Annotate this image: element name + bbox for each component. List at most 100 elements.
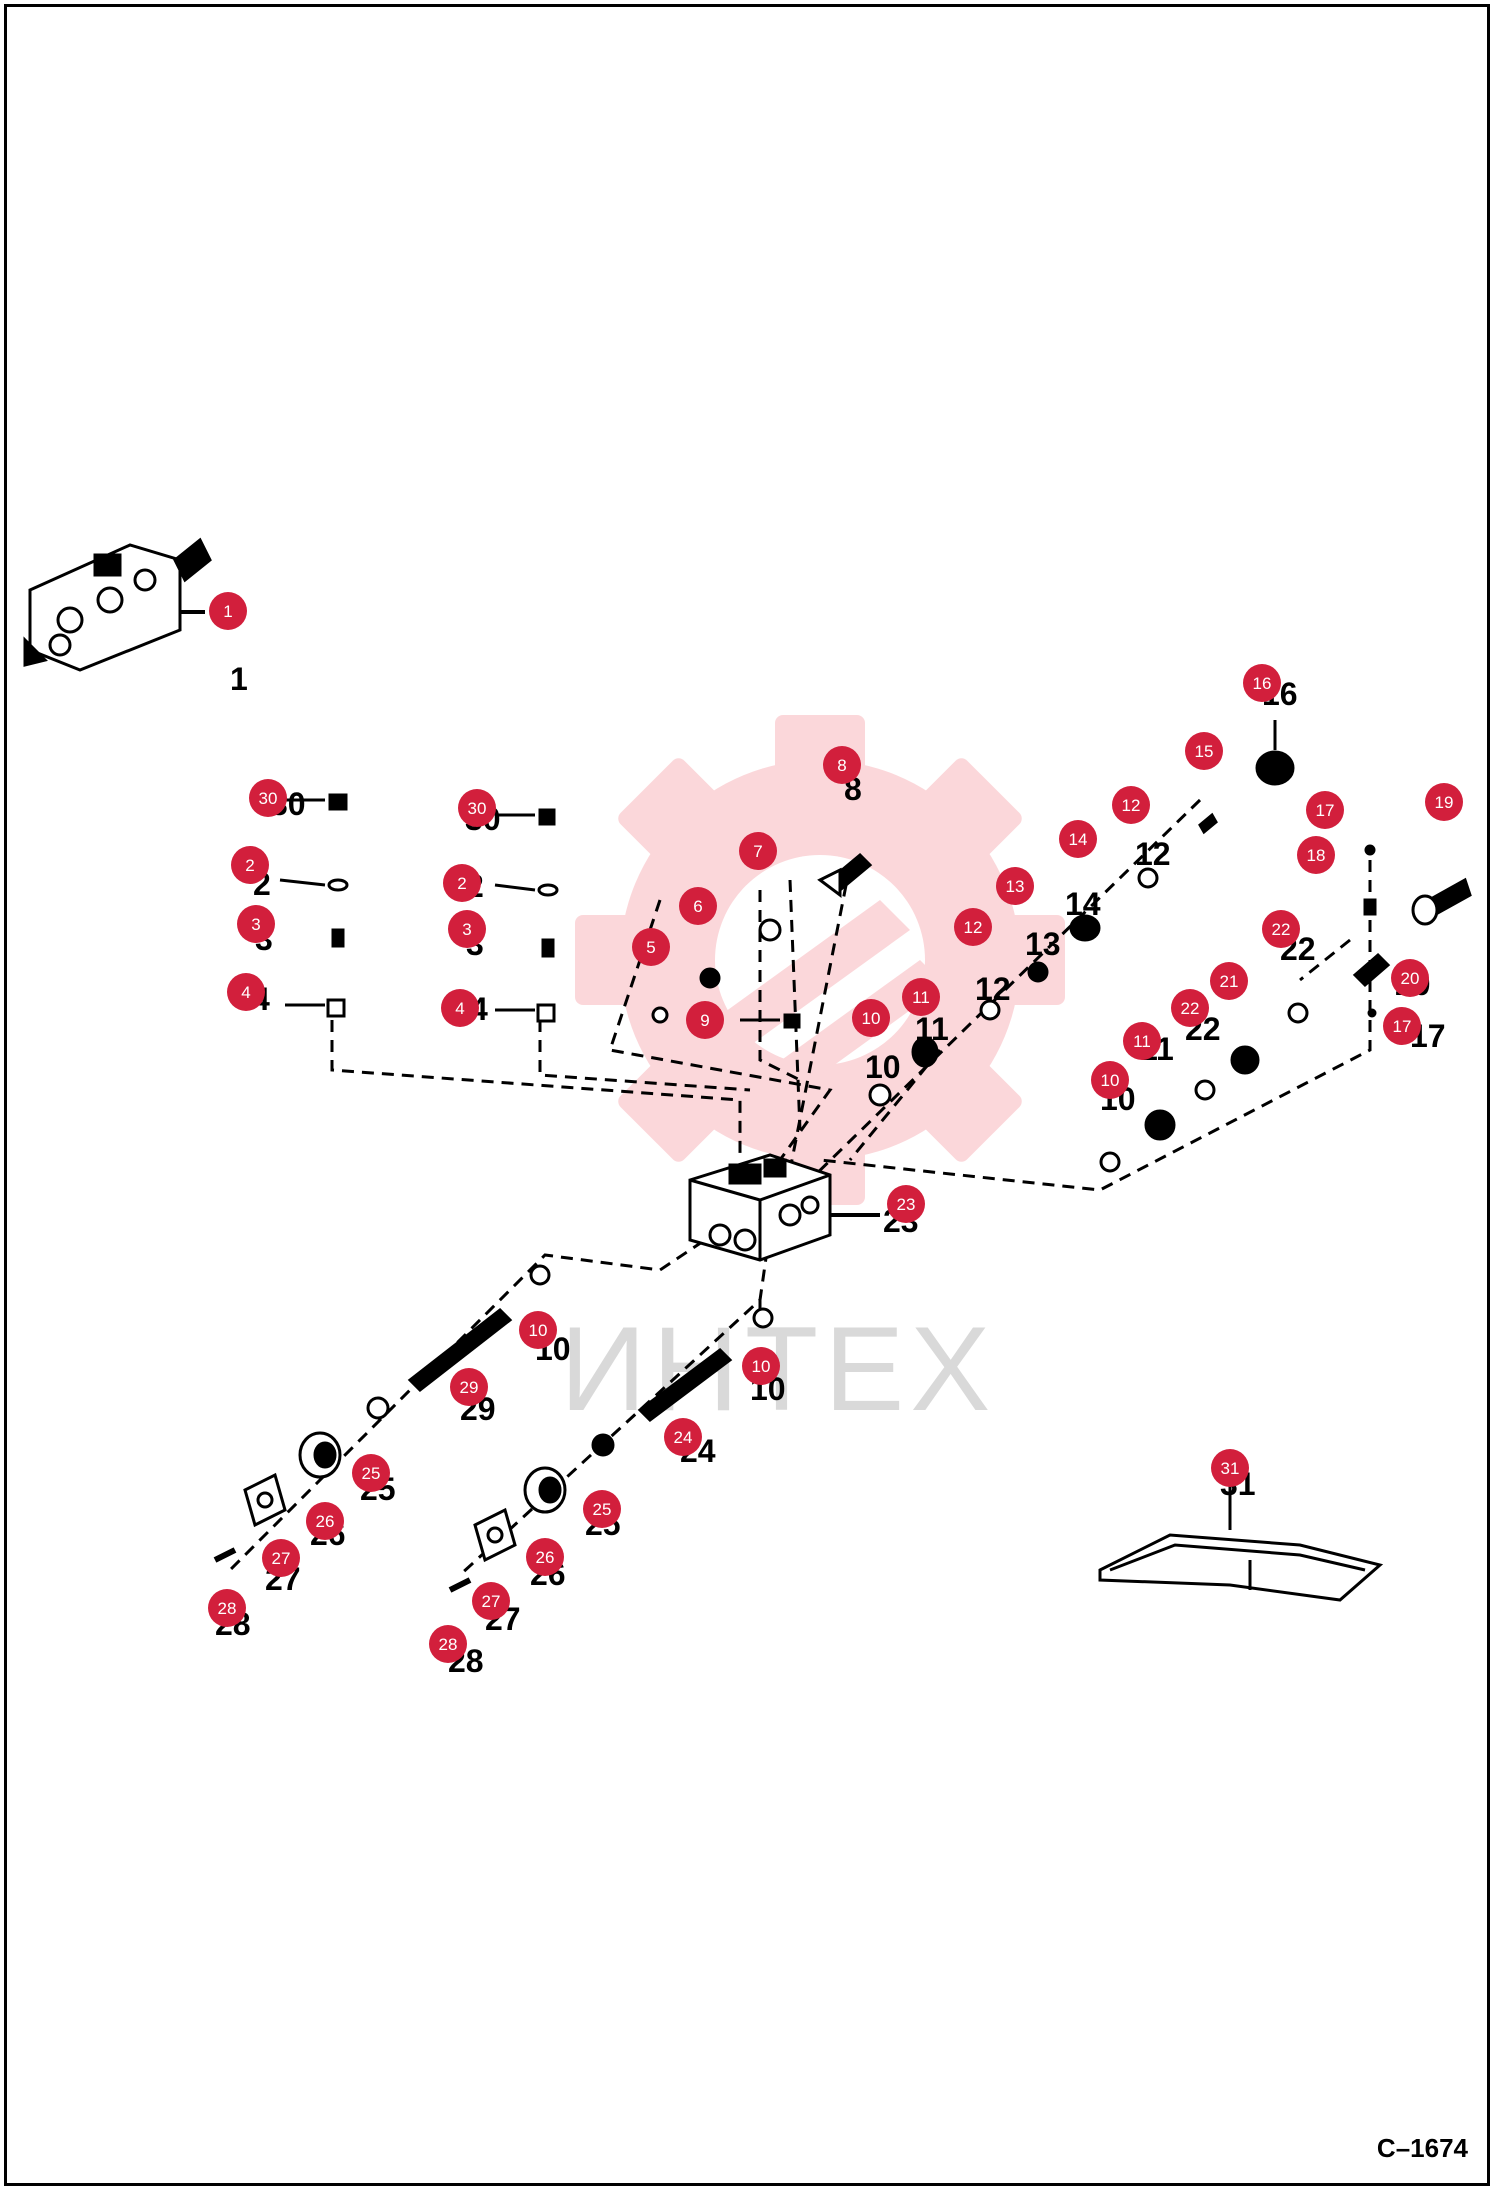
callout-badge-3b: 3 [448,910,486,948]
callout-badge-28a: 28 [208,1589,246,1627]
callout-badge-label: 13 [1006,877,1025,896]
callout-badge-label: 10 [752,1357,771,1376]
callout-badge-circle [1059,820,1097,858]
callout-badge-circle [887,1185,925,1223]
callout-badge-circle [852,999,890,1037]
callout-badge-circle [632,928,670,966]
callout-badge-circle [1297,836,1335,874]
drawing-frame [4,4,1490,2186]
callout-badge-label: 27 [272,1549,291,1568]
callout-badge-12b: 12 [1112,786,1150,824]
callout-badge-circle [739,832,777,870]
callout-badge-circle [472,1582,510,1620]
callout-badge-label: 8 [837,756,846,775]
callout-badge-label: 28 [218,1599,237,1618]
callout-badge-circle [450,1368,488,1406]
callout-badge-24: 24 [664,1418,702,1456]
callout-badge-circle [429,1625,467,1663]
callout-badge-label: 4 [455,999,464,1018]
callout-badge-3a: 3 [237,905,275,943]
callout-badge-4a: 4 [227,973,265,1011]
callout-badge-19: 19 [1425,783,1463,821]
callout-badge-circle [1243,664,1281,702]
service-manual-image [1098,1485,1384,1602]
callout-badge-label: 21 [1220,972,1239,991]
callout-badge-label: 17 [1393,1017,1412,1036]
callout-badge-6: 6 [679,887,717,925]
callout-badge-circle [231,846,269,884]
callout-badge-22a: 22 [1262,910,1300,948]
callout-badge-label: 11 [1133,1032,1151,1051]
callout-badge-10b: 10 [1091,1061,1129,1099]
callout-badge-circle [996,867,1034,905]
callout-badge-label: 10 [862,1009,881,1028]
callout-badge-circle [1185,732,1223,770]
callout-badge-1: 1 [209,592,247,630]
callout-badge-circle [954,908,992,946]
watermark-gear-logo [575,715,1065,1205]
callout-badge-17b: 17 [1383,1007,1421,1045]
callout-badge-circle [448,910,486,948]
callout-badge-circle [902,978,940,1016]
callout-badge-circle [686,1001,724,1039]
callout-badge-circle [1306,791,1344,829]
callout-badge-circle [458,789,496,827]
callout-badge-circle [209,592,247,630]
svg-text:11: 11 [915,1011,949,1047]
figure-id: C–1674 [1376,2133,1468,2163]
callout-badge-circle [742,1347,780,1385]
callout-badge-31: 31 [1211,1449,1249,1487]
callout-badge-circle [1391,959,1429,997]
callout-badge-circle [823,746,861,784]
callout-badge-8: 8 [823,746,861,784]
callout-badge-21: 21 [1210,962,1248,1000]
callout-badge-label: 22 [1272,920,1291,939]
callout-badge-circle [227,973,265,1011]
callout-badge-label: 28 [439,1635,458,1654]
callout-badge-30b: 30 [458,789,496,827]
callout-badge-label: 23 [897,1195,916,1214]
callout-badge-label: 29 [460,1378,479,1397]
callout-badge-label: 2 [457,874,466,893]
callout-badge-label: 15 [1195,742,1214,761]
callout-badge-17a: 17 [1306,791,1344,829]
callout-badge-label: 27 [482,1592,501,1611]
callout-badge-label: 12 [964,918,983,937]
callout-badge-label: 6 [693,897,702,916]
callout-badge-label: 9 [700,1011,709,1030]
callout-badge-27a: 27 [262,1539,300,1577]
callout-badge-25a: 25 [352,1454,390,1492]
callout-badge-25b: 25 [583,1490,621,1528]
svg-text:14: 14 [1065,886,1101,922]
callout-badge-label: 26 [536,1548,555,1567]
callout-badge-label: 3 [251,915,260,934]
callout-badge-29: 29 [450,1368,488,1406]
callout-badge-22b: 22 [1171,989,1209,1027]
svg-text:1: 1 [230,661,248,697]
callout-badge-5: 5 [632,928,670,966]
upper-relief-parts [651,720,1295,1107]
callout-badge-circle [679,887,717,925]
callout-badge-circle [519,1311,557,1349]
callout-badge-label: 11 [912,988,930,1007]
callout-badge-18: 18 [1297,836,1335,874]
callout-badge-10c: 10 [519,1311,557,1349]
callout-badge-circle [1211,1449,1249,1487]
svg-text:10: 10 [865,1049,901,1085]
lower-relief-parts [1099,844,1472,1173]
callout-badge-label: 25 [593,1500,612,1519]
callout-badge-15: 15 [1185,732,1223,770]
callout-badge-2b: 2 [443,864,481,902]
callout-badge-circle [352,1454,390,1492]
callout-badge-circle [1123,1022,1161,1060]
callout-badge-10a: 10 [852,999,890,1037]
callout-badge-label: 10 [529,1321,548,1340]
callout-badge-label: 10 [1101,1071,1120,1090]
callout-badge-11a: 11 [902,978,940,1016]
callout-badge-13: 13 [996,867,1034,905]
callout-badge-14: 14 [1059,820,1097,858]
callout-badge-label: 26 [316,1512,335,1531]
svg-text:13: 13 [1025,926,1061,962]
callout-badge-label: 1 [223,602,232,621]
